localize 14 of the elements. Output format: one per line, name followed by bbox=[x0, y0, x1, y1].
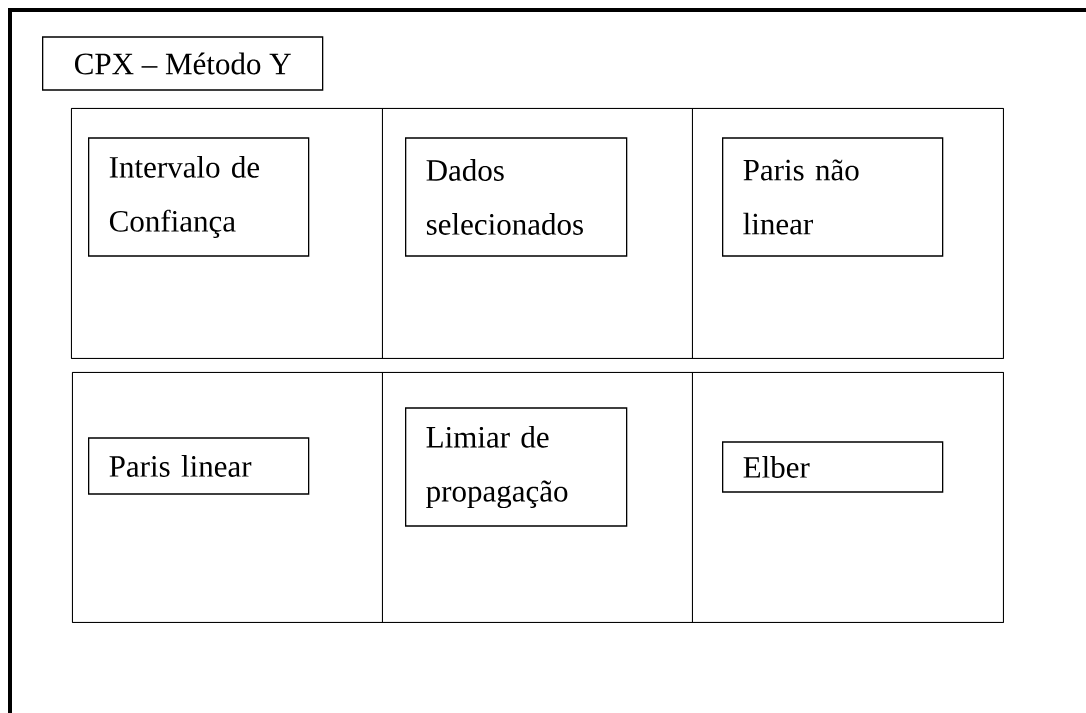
text-box: Dados selecionados bbox=[405, 137, 628, 257]
text-box: Paris linear bbox=[88, 437, 310, 495]
text-box: Limiar de propagação bbox=[405, 407, 628, 527]
table-cell bbox=[692, 108, 1004, 359]
table-cell bbox=[382, 372, 693, 623]
table-cell bbox=[382, 108, 693, 359]
text-box: Elber bbox=[722, 441, 944, 493]
text-box: Intervalo de Confiança bbox=[88, 137, 310, 257]
table-cell bbox=[692, 372, 1004, 623]
table-cell bbox=[72, 372, 383, 623]
frame bbox=[8, 8, 1086, 713]
table-cell bbox=[71, 108, 383, 359]
title-box: CPX – Método Y bbox=[42, 36, 324, 91]
text-box: Paris não linear bbox=[722, 137, 944, 257]
